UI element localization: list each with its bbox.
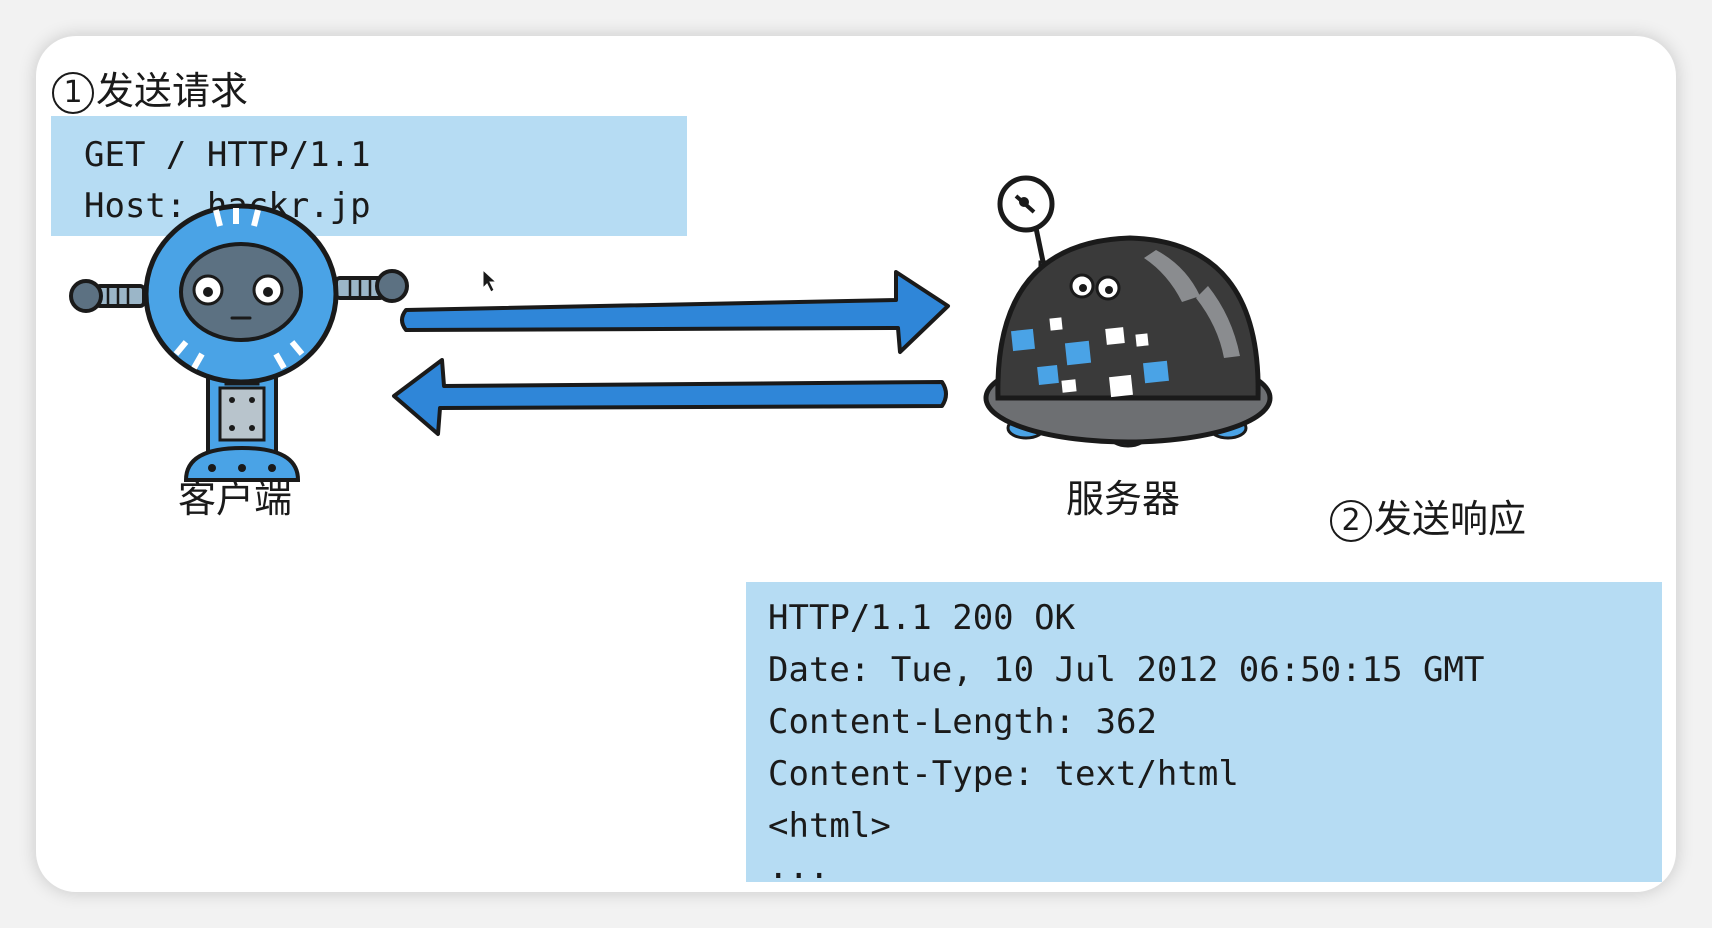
response-step-number: 2 bbox=[1330, 500, 1372, 542]
request-step-number: 1 bbox=[52, 72, 94, 114]
diagram-artwork bbox=[69, 175, 1273, 482]
request-line: GET / HTTP/1.1 bbox=[84, 135, 371, 175]
response-arrow bbox=[392, 358, 948, 436]
client-head bbox=[143, 203, 339, 385]
response-header-line: Date: Tue, 10 Jul 2012 06:50:15 GMT bbox=[768, 650, 1485, 690]
mouse-cursor-icon bbox=[482, 268, 498, 293]
server-label: 服务器 bbox=[1066, 477, 1181, 521]
response-status-line: HTTP/1.1 200 OK bbox=[768, 598, 1076, 638]
request-arrow bbox=[400, 270, 950, 354]
server-robot-icon bbox=[983, 175, 1273, 448]
response-message-box: HTTP/1.1 200 OK Date: Tue, 10 Jul 2012 0… bbox=[746, 582, 1662, 887]
response-step-text: 发送响应 bbox=[1374, 497, 1527, 541]
request-step-text: 发送请求 bbox=[96, 69, 249, 113]
response-body-line: <html> bbox=[768, 806, 891, 846]
response-header-line: Content-Type: text/html bbox=[768, 754, 1239, 794]
client-robot-icon bbox=[69, 203, 409, 482]
client-left-arm bbox=[69, 279, 146, 313]
response-body-ellipsis: ... bbox=[768, 847, 830, 887]
client-label: 客户端 bbox=[178, 477, 293, 521]
request-message-box: GET / HTTP/1.1 Host: hackr.jp bbox=[51, 116, 687, 236]
server-body bbox=[995, 235, 1261, 401]
response-header-line: Content-Length: 362 bbox=[768, 702, 1157, 742]
client-right-arm bbox=[334, 269, 409, 303]
